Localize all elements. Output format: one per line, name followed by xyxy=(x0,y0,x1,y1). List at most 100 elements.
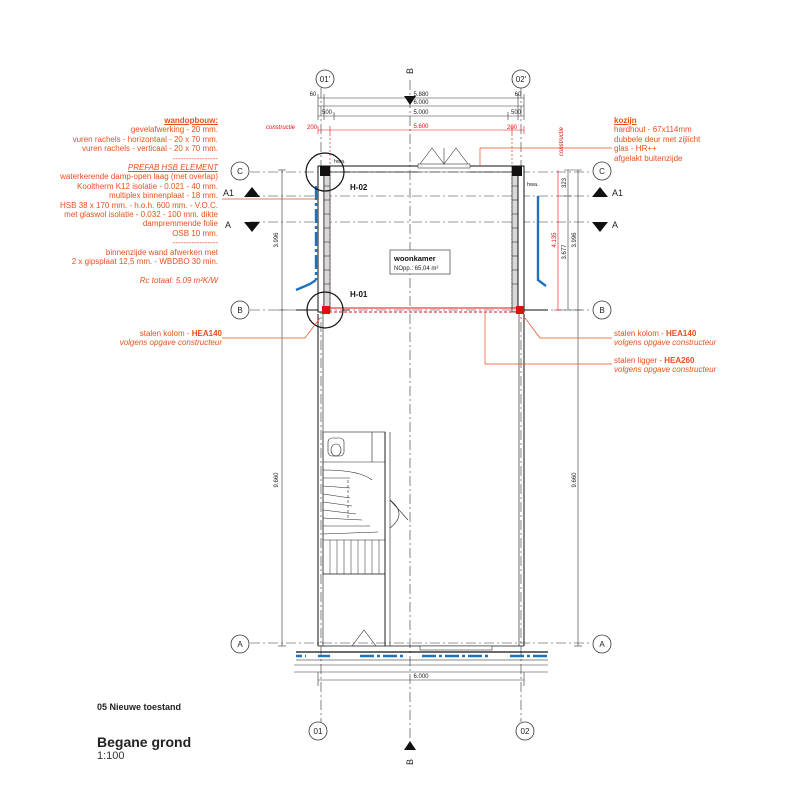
wandopbouw-line: vuren rachels - horizontaal - 20 x 70 mm… xyxy=(72,134,218,144)
prefab-line: ----------------- xyxy=(172,238,218,248)
dim-top-60-right: 60 xyxy=(515,92,522,98)
kozijn-line: afgelakt buitenzijde xyxy=(614,153,683,163)
grid-label-02-top: 02' xyxy=(516,75,527,84)
wandopbouw-notes: wandopbouw: gevelafwerking - 20 mm. vure… xyxy=(60,116,218,285)
prefab-line: Kooltherm K12 isolatie - 0.021 - 40 mm. xyxy=(77,181,218,191)
dim-left-9660: 9.660 xyxy=(274,472,280,488)
prefab-line: HSB 38 x 170 mm. - h.o.h. 600 mm. - V.O.… xyxy=(60,200,218,210)
kolom-right-profile: HEA140 xyxy=(666,329,697,338)
title-block: 05 Nieuwe toestand Begane grond 1:100 xyxy=(97,702,191,762)
section-a1-right: A1 xyxy=(612,188,623,198)
dim-left-3996: 3.996 xyxy=(274,232,280,248)
dim-red-200-left: 200 xyxy=(307,125,318,131)
room-name: woonkamer xyxy=(393,254,436,263)
grid-label-c-left: C xyxy=(237,167,243,176)
left-dimensions xyxy=(278,169,286,647)
prefab-line: 2 x gipsplaat 12,5 mm. - WBDBO 30 min. xyxy=(71,257,218,267)
ligger-callout: stalen ligger - HEA260 volgens opgave co… xyxy=(614,356,716,375)
wandopbouw-line: vuren rachels - verticaal - 20 x 70 mm. xyxy=(81,144,218,154)
top-dimensions xyxy=(317,94,525,120)
dim-top-5880: 5.880 xyxy=(413,92,429,98)
bottom-dimension xyxy=(294,664,548,686)
constructie-label-right: constructie xyxy=(559,126,565,156)
detail-h02-label: H-02 xyxy=(350,183,368,192)
constructie-dimension xyxy=(317,126,525,310)
upper-room-walls xyxy=(317,165,525,313)
wandopbouw-line: gevelafwerking - 20 mm. xyxy=(130,125,218,135)
ligger-profile: HEA260 xyxy=(664,356,695,365)
constructie-label-left: constructie xyxy=(266,125,296,131)
leader-lines xyxy=(222,147,612,365)
dim-right-3996: 3.996 xyxy=(572,232,578,248)
grid-label-01-top: 01' xyxy=(320,75,331,84)
section-a1-left: A1 xyxy=(223,188,234,198)
kozijn-line: dubbele deur met zijlicht xyxy=(614,134,701,144)
dim-right-4135: 4.135 xyxy=(552,232,558,248)
dim-right-3677: 3.677 xyxy=(562,244,568,260)
kozijn-notes: kozijn hardhout - 67x114mm dubbele deur … xyxy=(614,116,700,163)
section-a-left: A xyxy=(225,220,231,230)
grid-lines xyxy=(250,80,590,740)
grid-label-b-right: B xyxy=(599,306,604,315)
drawing-subtitle: 05 Nieuwe toestand xyxy=(97,702,182,712)
kozijn-line: hardhout - 67x114mm xyxy=(614,125,692,135)
rc-total: Rc totaal: 5.09 m²K/W xyxy=(139,275,218,285)
dim-top-500-left: 500 xyxy=(322,110,333,116)
insulation-lines xyxy=(295,186,548,658)
drawing-title: Begane grond xyxy=(97,734,192,750)
dim-red-200-right: 200 xyxy=(507,125,518,131)
grid-label-a-left: A xyxy=(237,640,243,649)
kolom-right-sub: volgens opgave constructeur xyxy=(614,338,717,348)
right-red-dimension xyxy=(554,170,562,311)
grid-label-a-right: A xyxy=(599,640,605,649)
section-b-top: B xyxy=(405,68,415,74)
prefab-line: dampremmende folie xyxy=(142,219,218,229)
detail-h01-label: H-01 xyxy=(350,290,368,299)
kolom-left-profile: HEA140 xyxy=(191,329,222,338)
room-label-box xyxy=(389,249,451,275)
prefab-line: waterkerende damp-open laag (met overlap… xyxy=(60,172,218,182)
section-b-bottom: B xyxy=(405,759,415,765)
ligger-sub: volgens opgave constructeur xyxy=(614,365,717,375)
dim-top-500-right: 500 xyxy=(511,110,522,116)
grid-label-b-left: B xyxy=(237,306,242,315)
grid-bubbles xyxy=(230,69,612,741)
kolom-right-prefix: stalen kolom - xyxy=(614,329,667,338)
dim-top-6000: 6.000 xyxy=(413,100,429,106)
grid-label-02-bottom: 02 xyxy=(521,727,530,736)
prefab-line: binnenzijde wand afwerken met xyxy=(105,247,218,257)
dim-right-9660: 9.660 xyxy=(572,472,578,488)
detail-circles xyxy=(305,152,350,329)
grid-label-01-bottom: 01 xyxy=(314,727,323,736)
right-dimensions xyxy=(564,169,582,647)
stair-core xyxy=(322,431,409,646)
dim-right-323: 323 xyxy=(562,177,568,188)
prefab-line: multiplex binnenplaat - 18 mm. xyxy=(109,191,218,201)
ligger-prefix: stalen ligger - xyxy=(614,356,665,365)
prefab-line: met glaswol isolatie - 0.032 - 100 mm. d… xyxy=(64,210,218,220)
wandopbouw-line: ----------------- xyxy=(172,153,218,163)
dim-bottom-6000: 6.000 xyxy=(413,674,429,680)
dim-top-5000: 5.000 xyxy=(413,110,429,116)
prefab-title: PREFAB HSB ELEMENT xyxy=(127,163,218,173)
double-door-top xyxy=(417,147,471,169)
prefab-line: OSB 10 mm. xyxy=(172,228,218,238)
drawing-scale: 1:100 xyxy=(97,750,125,762)
steel-beam xyxy=(296,306,548,314)
kolom-left-callout: stalen kolom - HEA140 volgens opgave con… xyxy=(120,329,222,348)
room-area: NOpp.: 65,04 m² xyxy=(394,266,438,272)
kozijn-line: glas - HR++ xyxy=(614,144,657,154)
kozijn-title: kozijn xyxy=(614,116,637,125)
dim-red-5600: 5.600 xyxy=(413,124,429,130)
kolom-left-prefix: stalen kolom - xyxy=(139,329,192,338)
dim-top-60-left: 60 xyxy=(310,92,317,98)
grid-label-c-right: C xyxy=(599,167,605,176)
hwa-right-label: hwa. xyxy=(527,182,539,188)
kolom-left-sub: volgens opgave constructeur xyxy=(119,338,222,348)
hwa-left-label: hwa. xyxy=(334,159,346,165)
kolom-right-callout: stalen kolom - HEA140 volgens opgave con… xyxy=(614,329,716,348)
wandopbouw-title: wandopbouw: xyxy=(164,116,218,125)
section-a-right: A xyxy=(612,220,618,230)
bottom-facade xyxy=(351,629,493,651)
